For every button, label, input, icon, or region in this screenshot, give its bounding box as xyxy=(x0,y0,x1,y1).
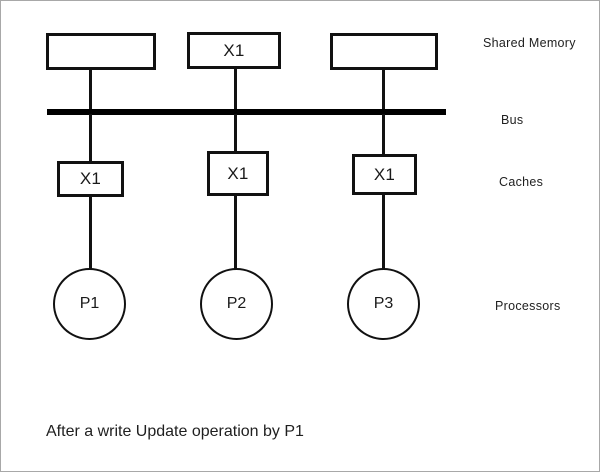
wire-cache-3-to-processor-3 xyxy=(382,194,385,269)
wire-cache-2-to-processor-2 xyxy=(234,195,237,269)
label-processors: Processors xyxy=(495,299,561,313)
wire-bus-to-cache-2 xyxy=(234,114,237,152)
wire-memory-1-to-bus xyxy=(89,69,92,115)
processor-1: P1 xyxy=(53,268,126,340)
memory-block-2-value: X1 xyxy=(223,40,245,60)
wire-cache-1-to-processor-1 xyxy=(89,196,92,269)
cache-1: X1 xyxy=(57,161,124,197)
diagram-caption: After a write Update operation by P1 xyxy=(46,423,304,440)
wire-memory-2-to-bus xyxy=(234,68,237,115)
memory-block-1 xyxy=(46,33,156,70)
bus-line xyxy=(47,109,446,115)
wire-memory-3-to-bus xyxy=(382,69,385,115)
memory-block-3 xyxy=(330,33,438,70)
processor-2: P2 xyxy=(200,268,273,340)
label-caches: Caches xyxy=(499,175,544,189)
cache-3: X1 xyxy=(352,154,417,195)
wire-bus-to-cache-1 xyxy=(89,114,92,162)
cache-2-value: X1 xyxy=(227,163,249,183)
cache-2: X1 xyxy=(207,151,269,196)
label-shared-memory: Shared Memory xyxy=(483,36,576,50)
processor-3-label: P3 xyxy=(373,295,394,312)
wire-bus-to-cache-3 xyxy=(382,114,385,154)
processor-2-label: P2 xyxy=(226,295,247,312)
cache-3-value: X1 xyxy=(373,164,396,184)
label-bus: Bus xyxy=(501,113,524,127)
processor-1-label: P1 xyxy=(79,295,100,312)
cache-1-value: X1 xyxy=(79,169,102,188)
memory-block-2: X1 xyxy=(187,32,281,69)
processor-3: P3 xyxy=(347,268,420,340)
